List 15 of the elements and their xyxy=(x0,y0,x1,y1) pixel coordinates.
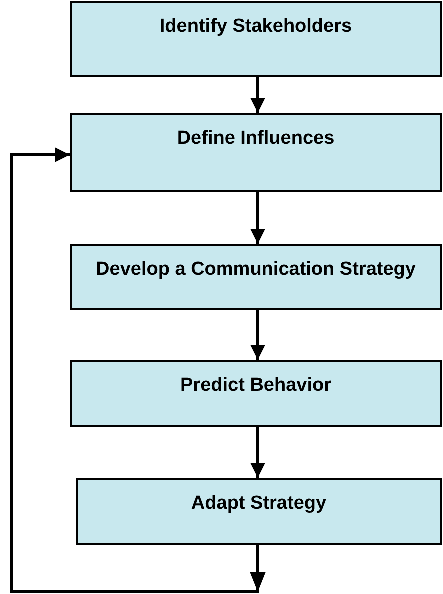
box-label: Define Influences xyxy=(177,127,335,150)
arrow xyxy=(250,77,266,113)
process-box xyxy=(70,1,442,77)
process-box xyxy=(70,360,442,427)
arrow xyxy=(250,427,266,478)
arrow xyxy=(10,148,266,594)
box-label: Adapt Strategy xyxy=(191,492,327,515)
process-box xyxy=(70,113,442,192)
box-label: Develop a Communication Strategy xyxy=(96,258,416,281)
box-label: Identify Stakeholders xyxy=(160,15,352,38)
box-label: Predict Behavior xyxy=(180,374,332,397)
arrow xyxy=(250,310,266,360)
arrow xyxy=(250,192,266,244)
process-box xyxy=(76,478,442,545)
process-box xyxy=(70,244,442,310)
